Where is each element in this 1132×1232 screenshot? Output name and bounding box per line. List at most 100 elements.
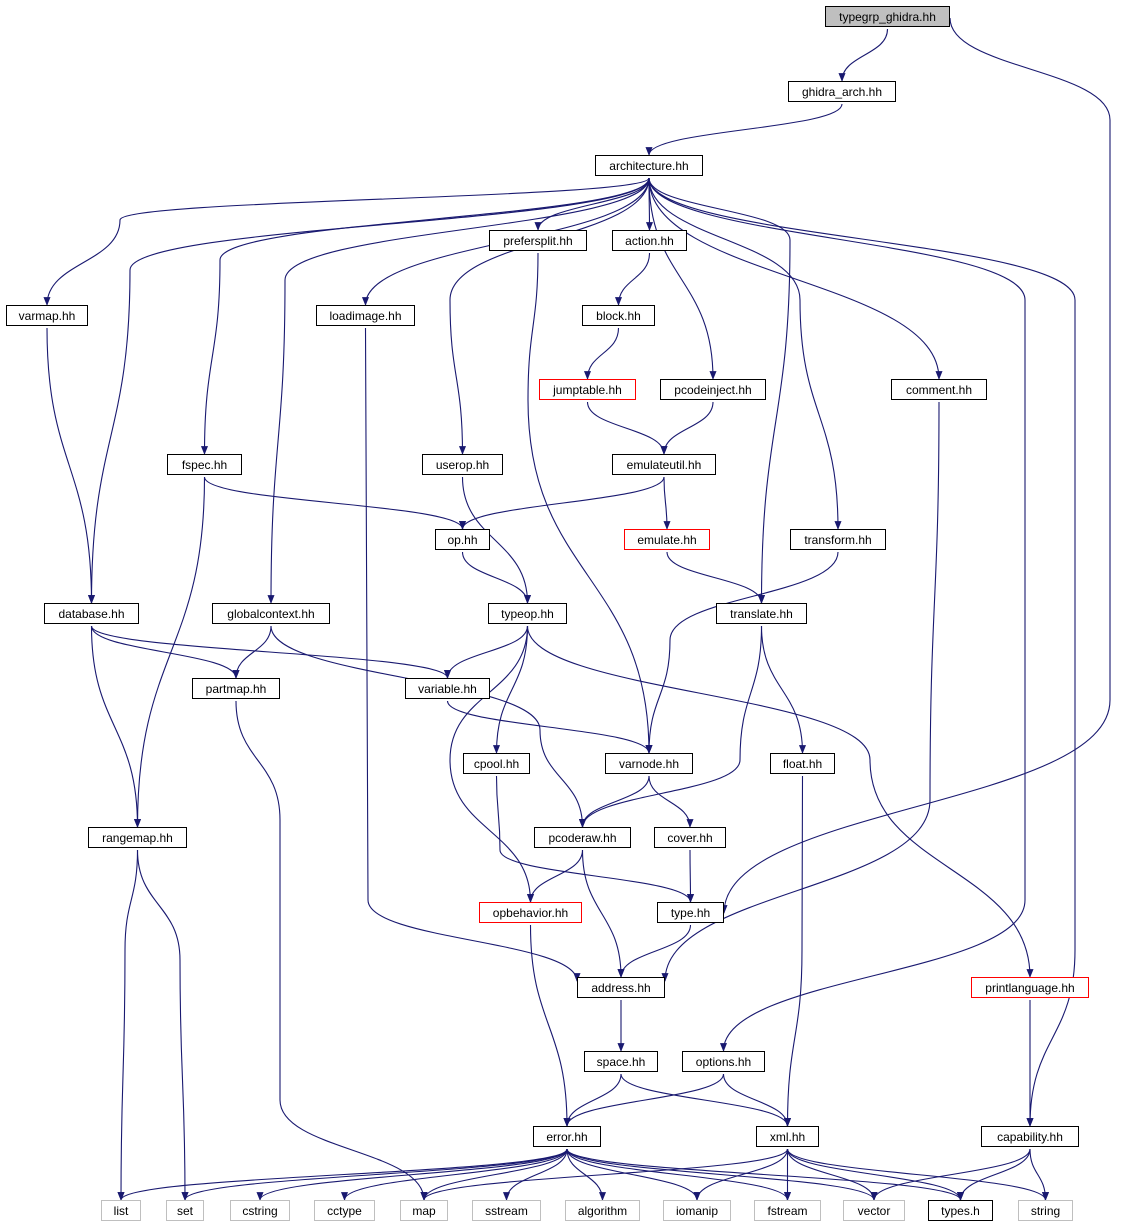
edge-architecture-to-userop: [449, 177, 650, 455]
edge-globalcontext-to-partmap: [232, 625, 272, 679]
node-emulateutil[interactable]: emulateutil.hh: [612, 454, 716, 475]
edge-error-to-iomanip: [566, 1148, 701, 1201]
edge-architecture-to-capability: [648, 177, 1076, 1127]
edge-rangemap-to-set: [136, 849, 189, 1201]
edge-typegrp-to-type: [720, 17, 1111, 914]
edge-error-to-sstream: [502, 1148, 568, 1201]
node-fspec[interactable]: fspec.hh: [167, 454, 242, 475]
node-string: string: [1018, 1200, 1073, 1221]
edge-error-to-cstring: [256, 1148, 568, 1201]
edge-varmap-to-database: [46, 327, 96, 604]
edge-architecture-to-database: [87, 177, 650, 604]
node-comment[interactable]: comment.hh: [891, 379, 987, 400]
node-jumptable[interactable]: jumptable.hh: [539, 379, 636, 400]
edge-architecture-to-pcodeinject: [648, 177, 717, 380]
edge-fspec-to-rangemap: [133, 476, 206, 828]
edge-architecture-to-prefersplit: [534, 177, 650, 231]
node-address[interactable]: address.hh: [577, 977, 665, 998]
edge-error-to-map: [420, 1148, 568, 1201]
edge-loadimage-to-address: [364, 327, 581, 982]
node-pcodeinject[interactable]: pcodeinject.hh: [660, 379, 766, 400]
edge-architecture-to-translate: [648, 177, 791, 604]
edge-options-to-error: [563, 1073, 725, 1127]
node-capability[interactable]: capability.hh: [981, 1126, 1079, 1147]
node-action[interactable]: action.hh: [612, 230, 687, 251]
edge-typeop-to-opbehavior: [449, 625, 535, 903]
node-float[interactable]: float.hh: [770, 753, 835, 774]
node-varmap[interactable]: varmap.hh: [6, 305, 88, 326]
edge-pcoderaw-to-address: [581, 849, 625, 978]
edge-translate-to-pcoderaw: [579, 625, 763, 828]
node-typegrp[interactable]: typegrp_ghidra.hh: [825, 6, 950, 27]
node-types-h[interactable]: types.h: [928, 1200, 993, 1221]
node-typeop[interactable]: typeop.hh: [488, 603, 567, 624]
edge-fspec-to-op: [203, 476, 466, 530]
node-partmap[interactable]: partmap.hh: [192, 678, 280, 699]
node-options[interactable]: options.hh: [682, 1051, 765, 1072]
edge-xml-to-string: [786, 1148, 1049, 1201]
node-database[interactable]: database.hh: [44, 603, 139, 624]
edge-architecture-to-varmap: [43, 177, 650, 306]
node-printlanguage[interactable]: printlanguage.hh: [971, 977, 1089, 998]
node-vector: vector: [843, 1200, 905, 1221]
edge-block-to-jumptable: [583, 327, 620, 380]
node-rangemap[interactable]: rangemap.hh: [88, 827, 187, 848]
node-error[interactable]: error.hh: [533, 1126, 601, 1147]
edge-error-to-set: [181, 1148, 568, 1201]
node-loadimage[interactable]: loadimage.hh: [316, 305, 415, 326]
edge-float-to-xml: [783, 775, 804, 1127]
node-cstring: cstring: [230, 1200, 290, 1221]
node-list: list: [101, 1200, 141, 1221]
edge-jumptable-to-emulateutil: [586, 401, 668, 455]
node-variable[interactable]: variable.hh: [405, 678, 490, 699]
node-block[interactable]: block.hh: [582, 305, 655, 326]
edge-space-to-xml: [620, 1073, 791, 1127]
node-ghidra-arch[interactable]: ghidra_arch.hh: [788, 81, 896, 102]
node-globalcontext[interactable]: globalcontext.hh: [212, 603, 330, 624]
edge-varnode-to-pcoderaw: [579, 775, 650, 828]
node-prefersplit[interactable]: prefersplit.hh: [489, 230, 587, 251]
node-cover[interactable]: cover.hh: [654, 827, 726, 848]
edge-cpool-to-type: [495, 775, 694, 903]
edge-database-to-variable: [90, 625, 451, 679]
edge-architecture-to-transform: [648, 177, 842, 530]
edge-emulateutil-to-emulate: [663, 476, 671, 530]
edge-op-to-typeop: [461, 551, 531, 604]
node-opbehavior[interactable]: opbehavior.hh: [479, 902, 582, 923]
node-iomanip: iomanip: [663, 1200, 731, 1221]
edge-prefersplit-to-varnode: [527, 252, 653, 754]
edge-transform-to-varnode: [645, 551, 839, 754]
edge-architecture-to-globalcontext: [267, 177, 650, 604]
node-pcoderaw[interactable]: pcoderaw.hh: [534, 827, 631, 848]
edge-xml-to-map: [420, 1148, 789, 1201]
node-xml[interactable]: xml.hh: [756, 1126, 819, 1147]
edge-userop-to-typeop: [461, 476, 532, 604]
node-userop[interactable]: userop.hh: [422, 454, 503, 475]
node-map: map: [400, 1200, 448, 1221]
node-set: set: [166, 1200, 204, 1221]
edge-pcoderaw-to-opbehavior: [526, 849, 584, 903]
node-varnode[interactable]: varnode.hh: [605, 753, 693, 774]
node-op[interactable]: op.hh: [435, 529, 490, 550]
node-cpool[interactable]: cpool.hh: [463, 753, 530, 774]
edge-capability-to-types_h: [957, 1148, 1031, 1201]
node-space[interactable]: space.hh: [584, 1051, 658, 1072]
edge-error-to-types_h: [566, 1148, 964, 1201]
node-type[interactable]: type.hh: [657, 902, 724, 923]
edge-capability-to-vector: [870, 1148, 1031, 1201]
edge-comment-to-address: [661, 401, 940, 982]
edge-database-to-partmap: [90, 625, 240, 679]
node-transform[interactable]: transform.hh: [790, 529, 886, 550]
edge-error-to-vector: [566, 1148, 878, 1201]
node-architecture[interactable]: architecture.hh: [595, 155, 703, 176]
edge-architecture-to-fspec: [200, 177, 650, 455]
node-fstream: fstream: [754, 1200, 821, 1221]
edge-pcodeinject-to-emulateutil: [660, 401, 714, 455]
node-emulate[interactable]: emulate.hh: [624, 529, 710, 550]
edge-error-to-cctype: [341, 1148, 568, 1201]
edge-options-to-xml: [722, 1073, 792, 1127]
edge-action-to-block: [614, 252, 651, 306]
edge-xml-to-vector: [786, 1148, 878, 1201]
node-translate[interactable]: translate.hh: [716, 603, 807, 624]
